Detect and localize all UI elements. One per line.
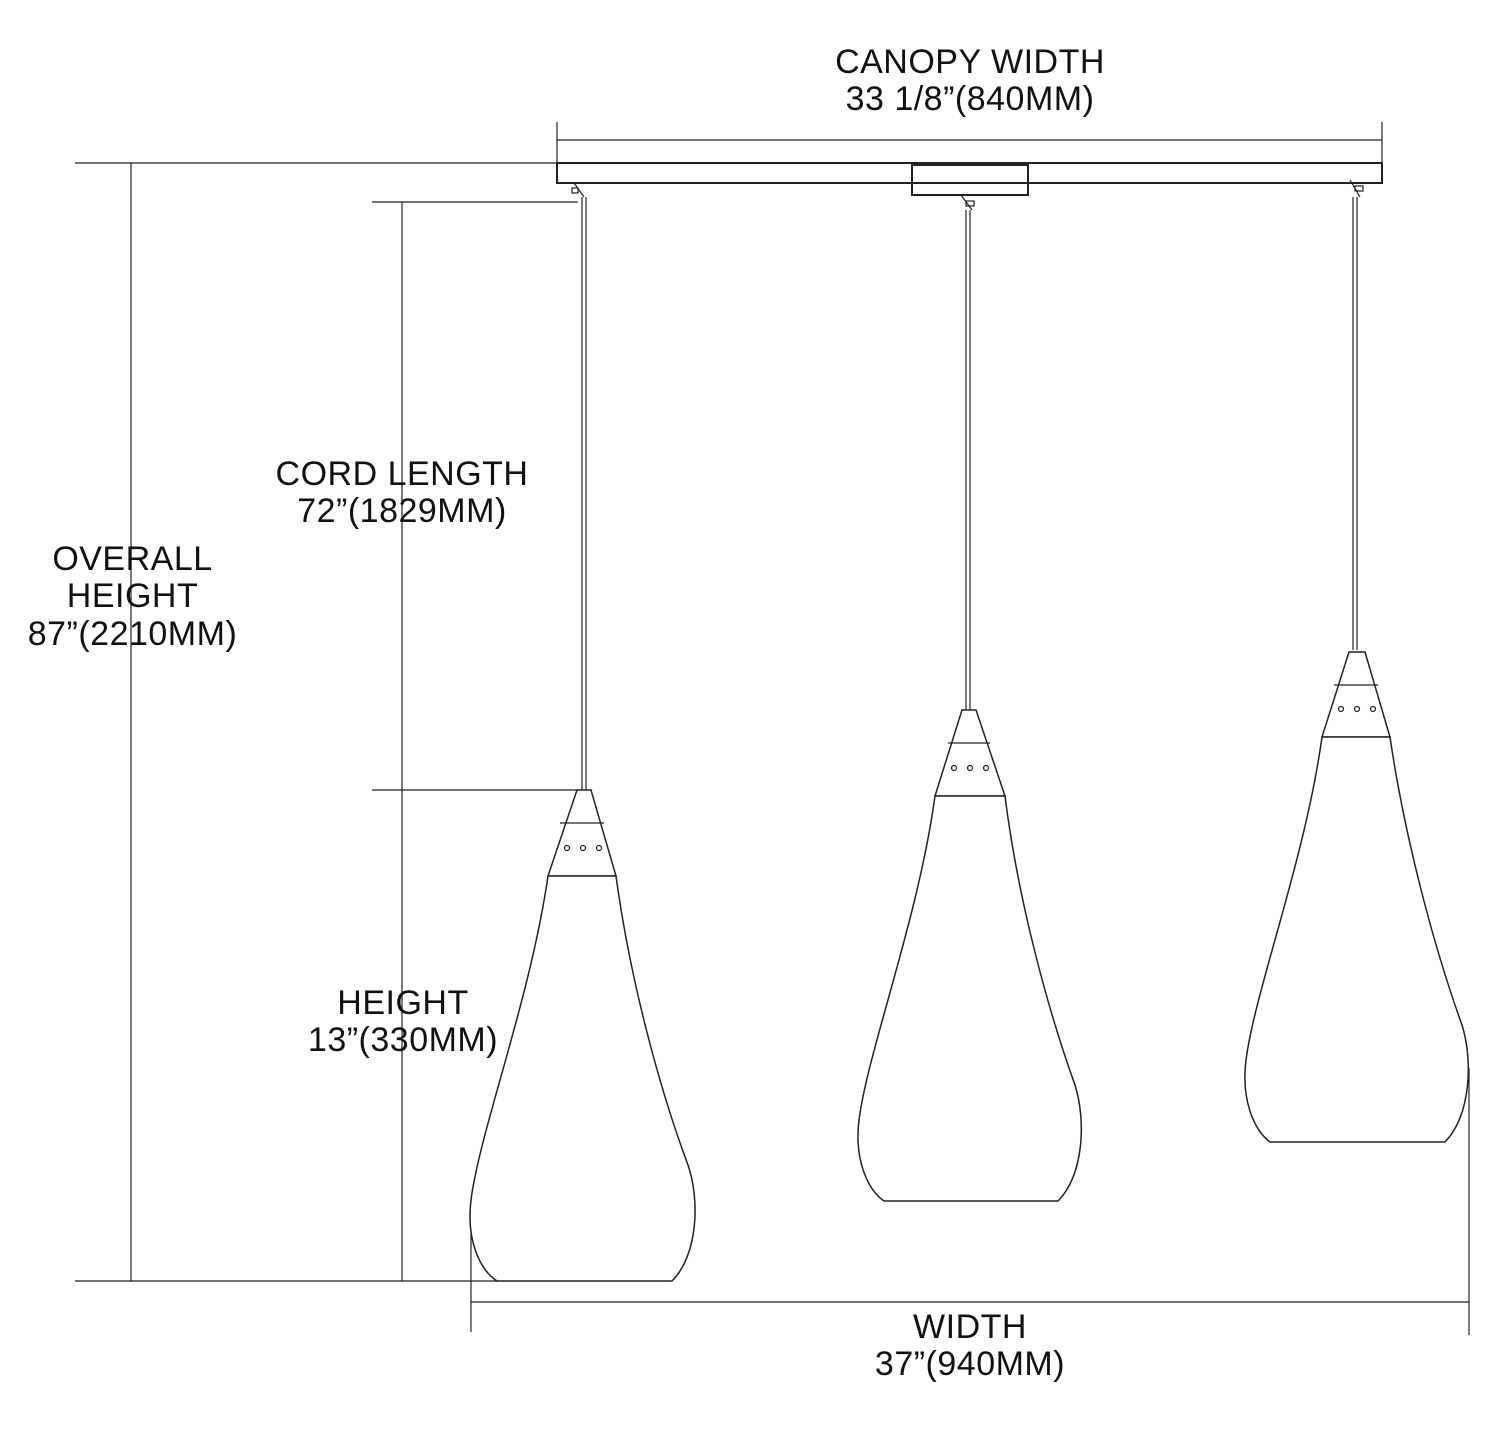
- cord-strain-left: [573, 182, 585, 198]
- cord-grip-left: [571, 187, 579, 194]
- glass-shade-right: [1244, 736, 1470, 1143]
- vent-hole: [966, 764, 974, 772]
- vent-hole: [982, 764, 990, 772]
- overall-height-line1: OVERALL: [52, 540, 213, 578]
- width-value: 37”(940MM): [874, 1345, 1066, 1384]
- canopy: [556, 162, 1383, 207]
- canopy-bar: [556, 162, 1383, 184]
- dimension-lines: [75, 122, 1470, 1335]
- glass-shade-center: [857, 795, 1083, 1202]
- vent-hole: [950, 764, 958, 772]
- shade-height-value: 13”(330MM): [307, 1021, 499, 1060]
- width-label: WIDTH 37”(940MM): [845, 1308, 1095, 1384]
- cord-length-label: CORD LENGTH 72”(1829MM): [252, 455, 552, 531]
- canopy-width-label: CANOPY WIDTH 33 1/8”(840MM): [820, 43, 1120, 119]
- socket-cap-center: [933, 709, 1007, 797]
- cord-length-title: CORD LENGTH: [275, 455, 529, 493]
- socket-cap-left: [546, 789, 617, 877]
- vent-hole: [595, 844, 603, 852]
- pendant-center: [857, 194, 1083, 1202]
- canopy-center-box: [911, 164, 1029, 196]
- cord-strain-center: [960, 194, 973, 211]
- pendant-right: [1244, 179, 1470, 1143]
- shade-height-title: HEIGHT: [337, 984, 469, 1022]
- vent-hole: [579, 844, 587, 852]
- vent-hole: [563, 844, 571, 852]
- socket-cap-right: [1320, 651, 1392, 738]
- width-title: WIDTH: [913, 1308, 1027, 1346]
- vent-hole: [1337, 705, 1345, 713]
- overall-height-line2: HEIGHT: [66, 577, 199, 616]
- cord-grip-center: [965, 200, 975, 207]
- cord-strain-right: [1349, 179, 1361, 198]
- cord-length-value: 72”(1829MM): [297, 492, 507, 531]
- overall-height-value: 87”(2210MM): [27, 614, 238, 653]
- vent-hole: [1353, 705, 1361, 713]
- canopy-width-title: CANOPY WIDTH: [835, 43, 1105, 81]
- overall-height-label: OVERALL HEIGHT 87”(2210MM): [10, 540, 255, 653]
- glass-shade-left: [469, 875, 696, 1282]
- canopy-width-value: 33 1/8”(840MM): [845, 80, 1095, 119]
- shade-height-label: HEIGHT 13”(330MM): [278, 984, 528, 1060]
- pendant-left: [469, 182, 696, 1282]
- vent-hole: [1369, 705, 1377, 713]
